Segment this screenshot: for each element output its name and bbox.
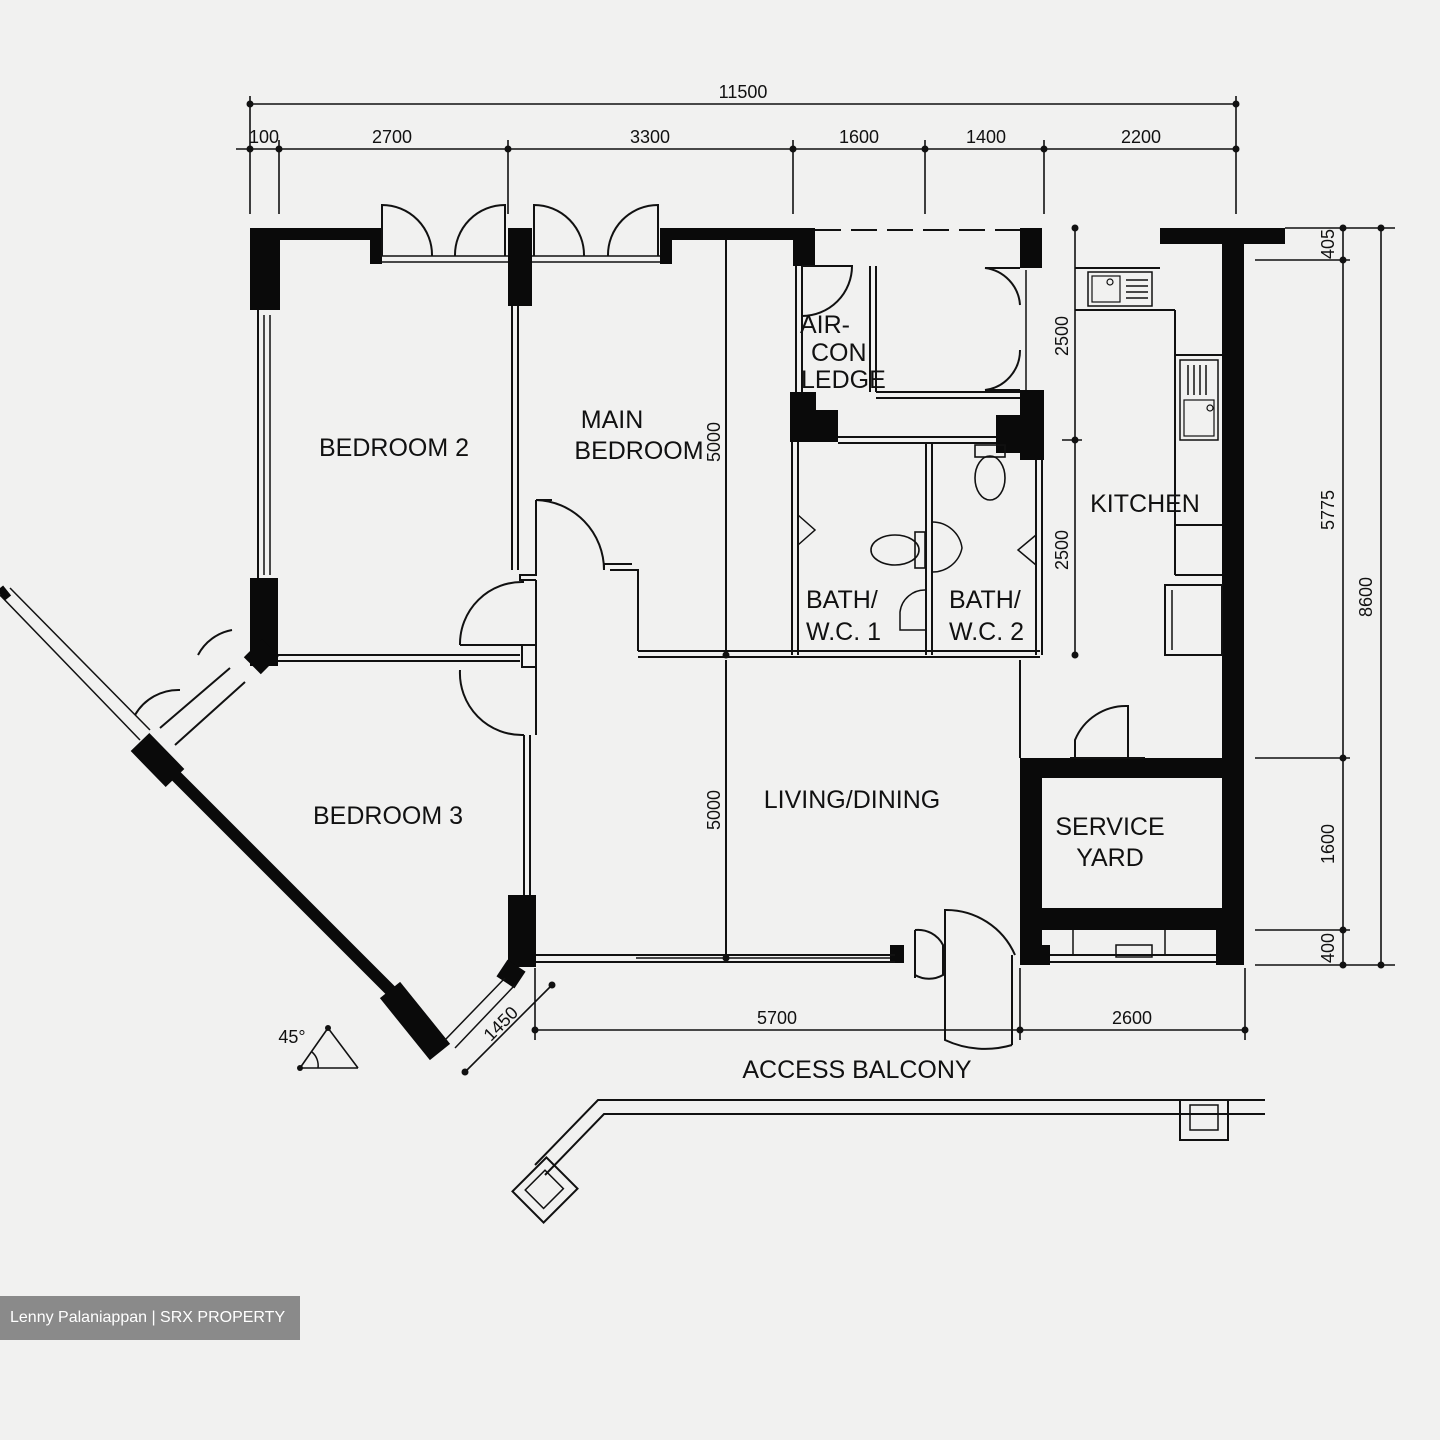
dim-1400: 1400 — [966, 127, 1006, 147]
dimension-right: 405 5775 8600 1600 400 — [1255, 224, 1395, 969]
doors — [134, 203, 1129, 1050]
dim-2600: 2600 — [1112, 1008, 1152, 1028]
label-bedroom-3: BEDROOM 3 — [313, 802, 463, 830]
label-access-balcony: ACCESS BALCONY — [742, 1056, 972, 1084]
label-aircon-1: AIR- — [800, 311, 850, 339]
label-aircon-2: CON — [811, 339, 867, 367]
label-living-dining: LIVING/DINING — [764, 786, 940, 814]
dim-1450: 1450 — [480, 1003, 522, 1045]
dim-400: 400 — [1318, 933, 1338, 963]
angle-marker: 45° — [278, 1025, 359, 1071]
dim-100: 100 — [249, 127, 279, 147]
dim-2500-b: 2500 — [1052, 530, 1072, 570]
label-bath2-2: W.C. 2 — [949, 618, 1024, 646]
dim-11500: 11500 — [719, 82, 768, 102]
dim-405: 405 — [1318, 229, 1338, 259]
dim-5000-living: 5000 — [704, 790, 724, 830]
dim-2700: 2700 — [372, 127, 412, 147]
label-service: SERVICE — [1055, 813, 1164, 841]
label-bath2-1: BATH/ — [949, 586, 1021, 614]
dimension-overall-width: 11500 — [246, 82, 1240, 214]
access-balcony-outline — [511, 1099, 1265, 1224]
angle-45: 45° — [278, 1027, 305, 1047]
fixtures — [870, 271, 1219, 631]
label-kitchen: KITCHEN — [1090, 490, 1200, 518]
label-bath1-2: W.C. 1 — [806, 618, 881, 646]
label-bedroom-2: BEDROOM 2 — [319, 434, 469, 462]
watermark-credit: Lenny Palaniappan | SRX PROPERTY — [0, 1296, 300, 1340]
dim-1600-right: 1600 — [1318, 824, 1338, 864]
label-aircon-3: LEDGE — [801, 366, 886, 394]
label-yard: YARD — [1076, 844, 1144, 872]
label-main-1: MAIN — [581, 406, 644, 434]
dim-2500-a: 2500 — [1052, 316, 1072, 356]
label-main-2: BEDROOM — [574, 437, 703, 465]
dim-5775: 5775 — [1318, 490, 1338, 530]
walls — [250, 228, 1285, 967]
dimension-5000: 5000 5000 — [704, 422, 730, 962]
dim-5700: 5700 — [757, 1008, 797, 1028]
dim-5000: 5000 — [704, 422, 724, 462]
diagonal-walls — [0, 585, 526, 1061]
partitions — [257, 229, 1223, 963]
dimension-kitchen: 2500 2500 — [1052, 224, 1082, 659]
dimension-top-segments: 100 2700 3300 1600 1400 2200 — [236, 127, 1240, 214]
dim-1600: 1600 — [839, 127, 879, 147]
room-labels: BEDROOM 2 MAIN BEDROOM AIR- CON LEDGE BA… — [313, 311, 1200, 1084]
label-bath1-1: BATH/ — [806, 586, 878, 614]
dim-2200: 2200 — [1121, 127, 1161, 147]
dim-3300: 3300 — [630, 127, 670, 147]
dimension-bottom: 5700 2600 1450 — [461, 968, 1249, 1076]
dim-8600: 8600 — [1356, 577, 1376, 617]
